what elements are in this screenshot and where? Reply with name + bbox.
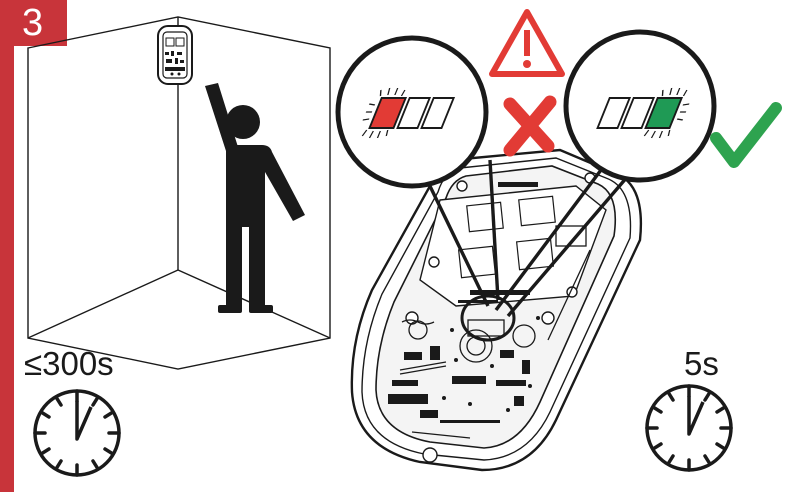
magnifier-good [566,32,714,180]
timer-label-short: 5s [684,346,719,382]
warning-triangle-icon [492,12,562,74]
magnifier-bad [338,38,486,186]
person-icon [205,83,305,313]
check-icon [716,108,776,162]
clock-icon [35,391,119,475]
wall-detector-icon [158,26,192,84]
clock-icon [647,386,731,470]
cross-icon [510,102,550,150]
timer-label-max: ≤300s [24,346,114,382]
